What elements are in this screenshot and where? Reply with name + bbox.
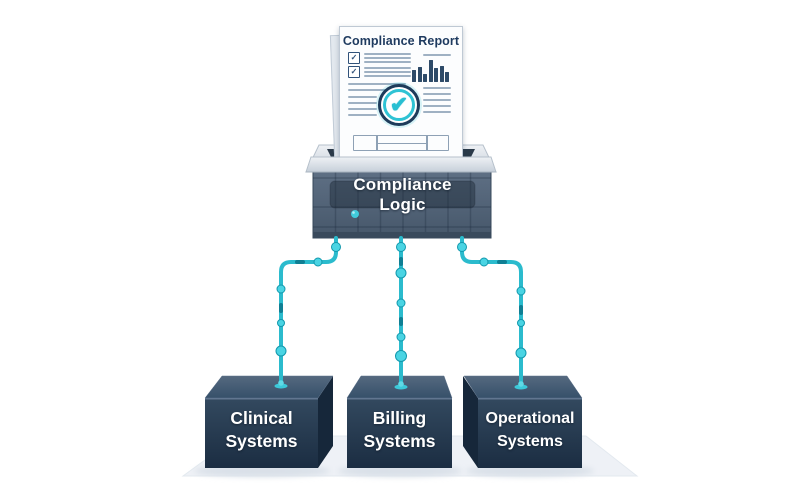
text-line	[364, 75, 411, 78]
check-circle-inner: ✔	[383, 89, 415, 121]
label-line: Clinical	[230, 408, 293, 428]
text-line	[423, 111, 451, 113]
clinical-systems-label: Clinical Systems	[205, 407, 318, 453]
billing-systems-label: Billing Systems	[347, 407, 452, 453]
doc-bar-chart	[412, 60, 452, 82]
text-line	[348, 108, 377, 110]
bar	[428, 60, 433, 82]
compliance-logic-label: Compliance Logic	[353, 174, 452, 214]
machine-base-strip	[313, 232, 491, 238]
compliance-report-document: Compliance Report ✓ ✓	[329, 26, 463, 165]
connector-right	[460, 236, 523, 388]
table-divider	[426, 136, 428, 150]
text-line	[364, 67, 411, 69]
machine-grid	[313, 172, 491, 238]
machine-label-plate	[329, 180, 476, 209]
label-line: Systems	[225, 431, 298, 451]
text-lines	[364, 52, 411, 64]
connector-dark-dashes	[279, 257, 523, 326]
connector-splashes	[274, 380, 528, 390]
text-line	[364, 57, 411, 59]
label-line: Systems	[497, 433, 563, 450]
checked-checkbox-icon: ✓	[348, 52, 360, 64]
connector-beads	[275, 242, 527, 362]
clinical-systems-box	[204, 375, 334, 468]
bar	[412, 70, 416, 82]
text-line	[348, 114, 377, 116]
text-line	[364, 53, 411, 55]
bar	[434, 68, 438, 82]
doc-footer-table	[353, 135, 449, 151]
indicator-dot-highlight	[352, 211, 355, 214]
connector-left	[279, 236, 338, 387]
bar	[445, 72, 449, 82]
text-line	[364, 71, 411, 73]
text-line	[423, 54, 451, 56]
machine-front-rim	[305, 156, 497, 173]
label-line: Systems	[363, 431, 436, 451]
billing-systems-box	[346, 375, 453, 468]
label-line: Billing	[372, 408, 427, 428]
bar	[423, 74, 427, 82]
report-title: Compliance Report	[342, 34, 460, 48]
report-sheet: Compliance Report ✓ ✓	[339, 26, 463, 165]
text-line	[423, 99, 451, 101]
text-lines	[364, 66, 411, 78]
text-line	[348, 102, 377, 104]
label-line: Operational	[485, 410, 575, 427]
text-line	[423, 93, 451, 95]
checklist-row: ✓	[348, 66, 411, 78]
table-divider	[376, 142, 426, 144]
check-circle-icon: ✔	[378, 84, 420, 126]
bar	[417, 67, 422, 82]
text-line	[423, 87, 451, 89]
text-line	[348, 89, 406, 91]
text-line	[423, 105, 451, 107]
machine-body	[312, 171, 492, 239]
operational-systems-label: Operational Systems	[478, 407, 582, 453]
bar	[439, 66, 444, 82]
operational-systems-box	[463, 375, 583, 468]
checkmark-icon: ✔	[389, 92, 409, 117]
checklist-row: ✓	[348, 52, 411, 64]
text-line	[348, 83, 406, 85]
checked-checkbox-icon: ✓	[348, 66, 360, 78]
text-line	[364, 61, 411, 64]
text-line	[348, 96, 377, 98]
